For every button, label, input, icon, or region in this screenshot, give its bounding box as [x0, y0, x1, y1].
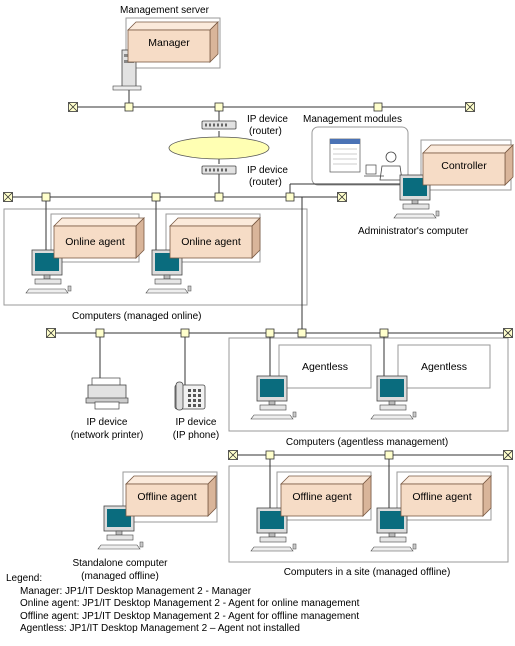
printer-label-line2: (network printer): [71, 430, 144, 441]
offline-agent-label: Offline agent: [292, 491, 351, 503]
computers-managed-online-label: Computers (managed online): [72, 311, 202, 322]
controller-label: Controller: [441, 160, 487, 172]
legend: Legend: Manager: JP1/IT Desktop Manageme…: [6, 573, 511, 636]
manager-label: Manager: [148, 37, 190, 49]
network-cloud: [168, 136, 270, 160]
agentless-box-2: [397, 344, 491, 389]
legend-item-agentless: Agentless: JP1/IT Desktop Management 2 –…: [20, 623, 300, 634]
online-agent-label: Online agent: [181, 236, 241, 248]
legend-title: Legend:: [6, 573, 43, 584]
management-modules-icon: [329, 138, 403, 181]
standalone-computer-label-line1: Standalone computer: [72, 558, 168, 569]
agentless-label: Agentless: [302, 361, 348, 373]
phone-label-line1: IP device: [176, 417, 217, 428]
printer-label-line1: IP device: [87, 417, 128, 428]
phone-label-line2: (IP phone): [173, 430, 220, 441]
legend-item-manager: Manager: JP1/IT Desktop Management 2 - M…: [20, 585, 252, 597]
router-label-line1: IP device: [247, 114, 288, 125]
offline-agent-label: Offline agent: [412, 491, 471, 503]
management-server-label: Management server: [120, 5, 210, 16]
agentless-computers-group: [228, 337, 509, 432]
legend-item-online-agent: Online agent: JP1/IT Desktop Management …: [20, 598, 360, 609]
computers-agentless-label: Computers (agentless management): [286, 437, 448, 448]
router-icon: [201, 120, 237, 130]
agentless-box-1: [278, 344, 372, 389]
manager-group-box: [125, 17, 221, 69]
ip-phone-icon: [174, 381, 206, 411]
offline-agent-label: Offline agent: [137, 491, 196, 503]
management-modules-label: Management modules: [303, 114, 402, 125]
router-icon: [201, 165, 237, 175]
legend-item-offline-agent: Offline agent: JP1/IT Desktop Management…: [20, 610, 360, 622]
router-label-line2: (router): [249, 177, 282, 188]
standalone-group-box: [122, 471, 218, 523]
standalone-computer-label-line2: (managed offline): [81, 571, 159, 582]
agentless-label: Agentless: [421, 361, 467, 373]
printer-icon: [85, 377, 129, 410]
administrators-computer-label: Administrator's computer: [358, 226, 469, 237]
router-label-line1: IP device: [247, 165, 288, 176]
computers-in-site-label: Computers in a site (managed offline): [284, 567, 451, 578]
router-label-line2: (router): [249, 126, 282, 137]
online-agent-label: Online agent: [65, 236, 125, 248]
site-computers-group: [228, 465, 509, 563]
